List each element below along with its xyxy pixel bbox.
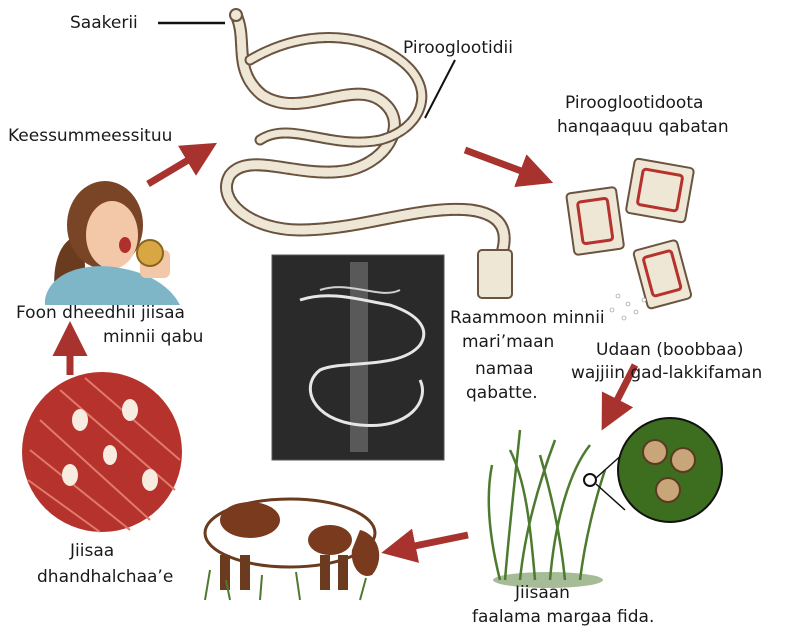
label-scolex: Saakerii (70, 12, 138, 34)
muscle-cyst-illustration (22, 372, 182, 532)
label-gravid-proglottids-line1: Piroogloo​tidoota (565, 92, 703, 114)
gravid-proglottids (566, 158, 694, 320)
label-xray-line2: mari’maan (462, 331, 554, 353)
human-eating-illustration (45, 181, 180, 305)
label-ingestion: Keessummeessituu (8, 125, 172, 147)
label-xray-line4: qabatte. (466, 382, 538, 404)
label-xray-line3: namaa (475, 358, 534, 380)
label-eggs-line1: Udaan (boobbaa) (596, 339, 744, 361)
grass-illustration (489, 418, 722, 588)
label-proglottids: Piroogloo​tidii (403, 37, 513, 59)
label-cyst-line1: Jiisaa (70, 540, 114, 562)
label-gravid-proglottids-line2: hanqaaquu qabatan (557, 116, 729, 138)
xray-image (272, 255, 444, 460)
label-human-line1: Foon dheedhii jiisaa (16, 302, 185, 324)
label-cyst-line2: dhandhalchaa’e (37, 566, 173, 588)
label-grass-line1: Jiisaan (515, 582, 570, 604)
cow-illustration (205, 499, 379, 600)
label-xray-line1: Raammoon minnii (450, 307, 605, 329)
label-human-line2: minnii qabu (103, 326, 203, 348)
proglottid-pointer (425, 60, 455, 118)
label-eggs-line2: wajjiin gad-lakkifaman (571, 362, 762, 384)
label-grass-line2: faalama margaa fida. (472, 606, 654, 628)
